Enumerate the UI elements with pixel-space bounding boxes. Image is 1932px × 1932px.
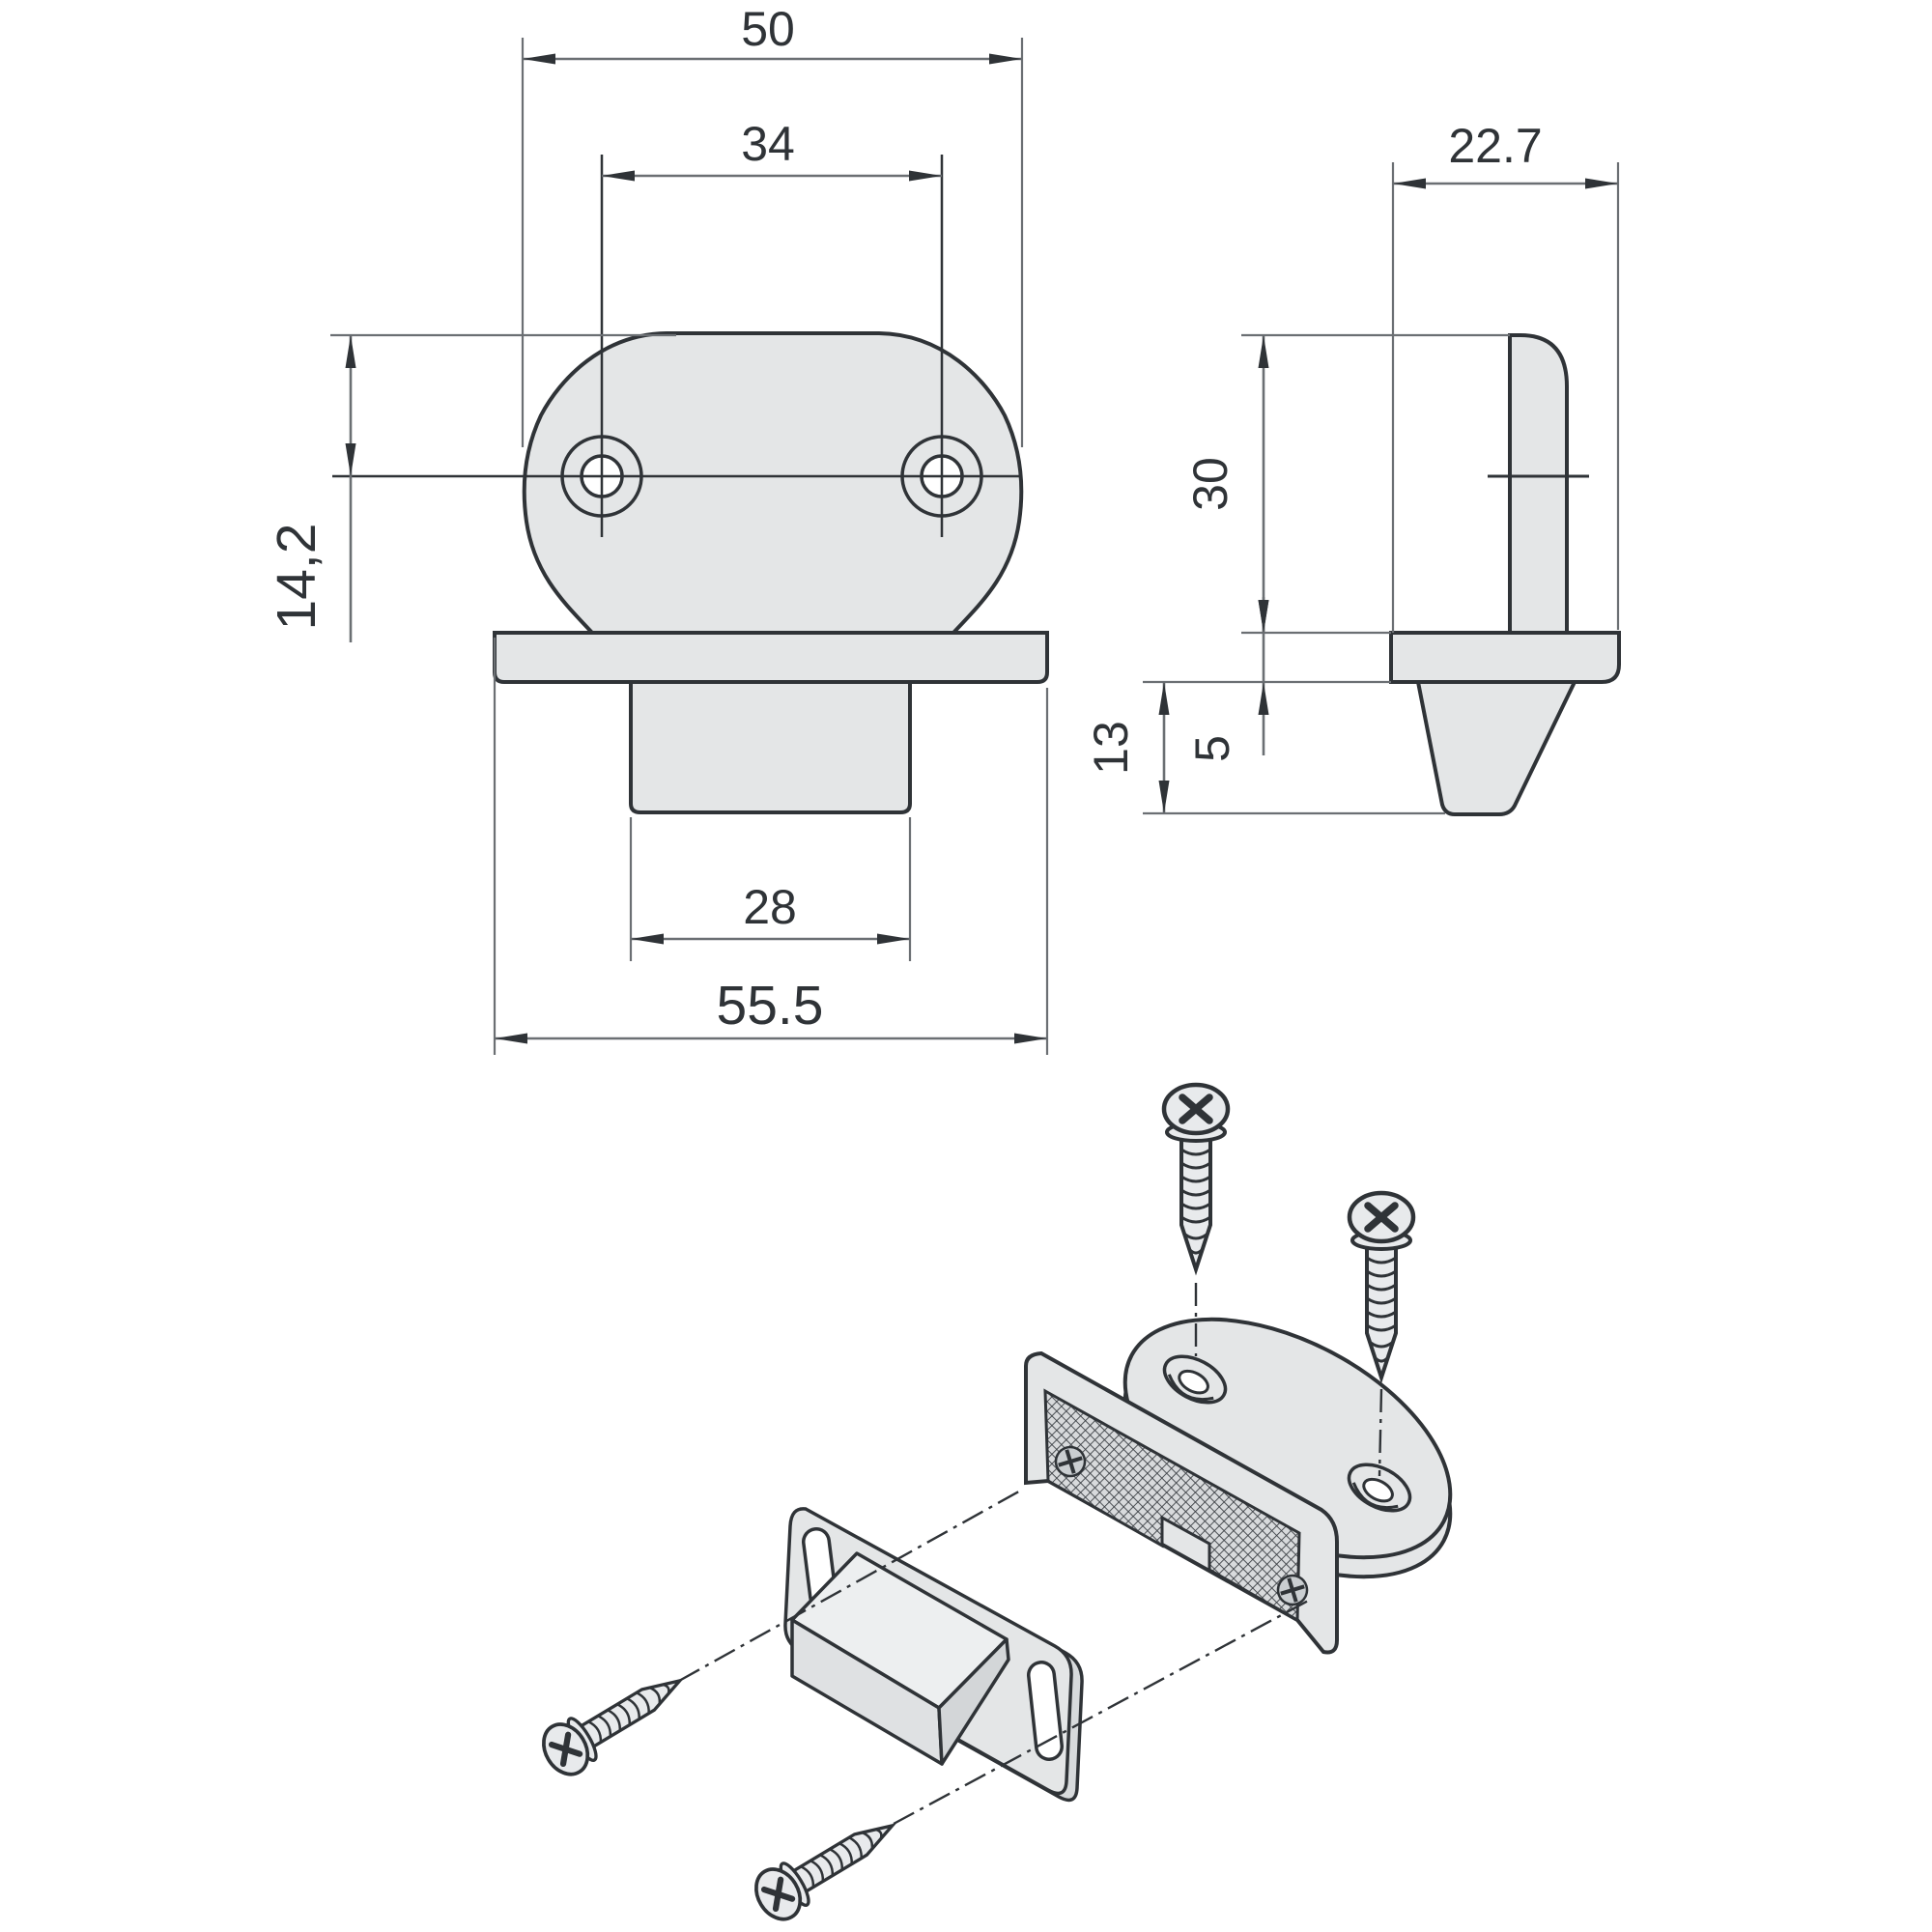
strike-screw-2 xyxy=(748,1803,906,1927)
dimension-foot-drop: 13 xyxy=(1084,680,1445,815)
side-plate-wall xyxy=(1508,333,1569,635)
dimension-flange-thickness: 5 xyxy=(1185,597,1269,762)
strike-screw-1 xyxy=(535,1658,694,1782)
dim-label-14-2: 14,2 xyxy=(266,524,327,631)
mounting-screw-1 xyxy=(1164,1085,1228,1269)
assembly-axis-lines xyxy=(678,1283,1383,1826)
dim-label-28: 28 xyxy=(743,880,797,934)
front-flange xyxy=(493,631,1049,684)
strike-plate-slot-right xyxy=(1027,1661,1064,1761)
dim-label-50: 50 xyxy=(741,2,795,56)
exploded-assembly-view xyxy=(535,1085,1453,1927)
axis-strike-left xyxy=(678,1487,1025,1683)
dim-label-55-5: 55.5 xyxy=(717,975,824,1037)
side-foot xyxy=(1415,680,1578,816)
dimension-depth: 22.7 xyxy=(1391,119,1620,633)
mounting-screw-2 xyxy=(1350,1193,1413,1378)
dim-label-5: 5 xyxy=(1185,735,1239,762)
dimension-hole-offset: 14,2 xyxy=(266,333,676,642)
side-flange xyxy=(1389,631,1621,684)
dim-label-30: 30 xyxy=(1183,457,1237,511)
strike-wedge-block xyxy=(790,1551,1010,1766)
strike-plate-slot-left xyxy=(802,1527,838,1610)
dimension-plate-width: 50 xyxy=(521,2,1024,447)
side-view: 22.7 30 13 5 xyxy=(1084,119,1621,816)
catch-face-hatched xyxy=(1043,1388,1301,1623)
dimension-plate-height: 30 xyxy=(1183,333,1510,635)
dim-label-13: 13 xyxy=(1084,721,1138,775)
front-plate-outline xyxy=(522,331,1024,635)
dimension-hole-spacing: 34 xyxy=(602,117,942,182)
strike-plate xyxy=(783,1507,1084,1803)
dim-label-34: 34 xyxy=(741,117,795,171)
front-centerlines xyxy=(332,155,1020,537)
axis-screw-top-right xyxy=(1378,1388,1383,1477)
dimension-foot-width: 28 xyxy=(629,817,912,961)
axis-strike-right xyxy=(893,1597,1313,1826)
dimension-flange-width: 55.5 xyxy=(493,638,1049,1055)
front-foot-block xyxy=(629,680,912,814)
dim-label-22-7: 22.7 xyxy=(1448,119,1542,173)
front-view: 50 34 14,2 28 xyxy=(266,2,1049,1055)
